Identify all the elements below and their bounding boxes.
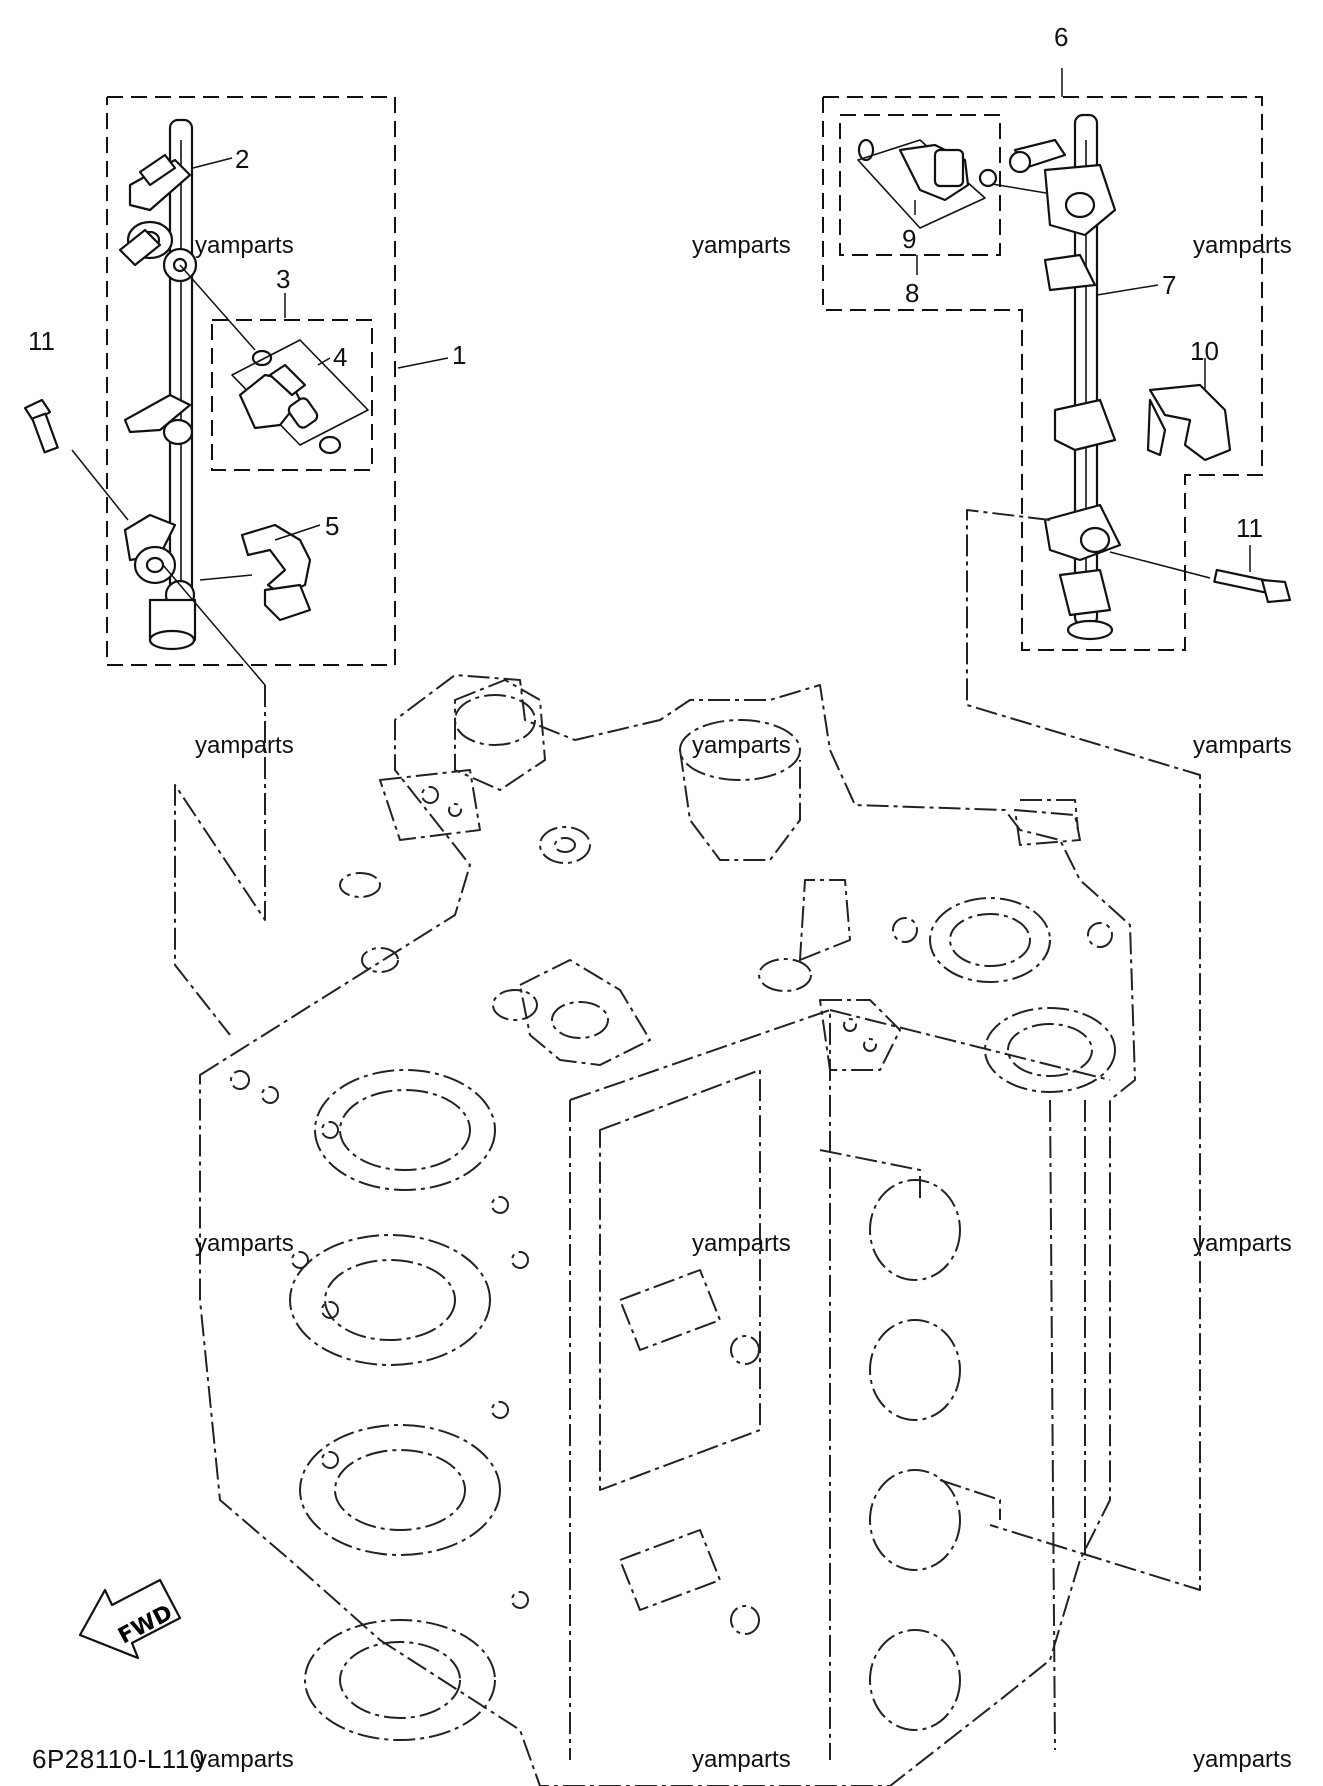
left-assembly-box [106,96,396,666]
watermark: yamparts [1193,232,1292,259]
callout-leaders [192,68,1251,572]
engine-block [199,674,1136,1786]
watermark: yamparts [692,732,791,759]
left-injector [179,264,369,455]
watermark: yamparts [1193,1746,1292,1773]
callout-8: 8 [905,278,920,308]
callout-5: 5 [325,511,340,541]
watermark: yamparts [692,1230,791,1257]
callout-4: 4 [333,342,348,372]
watermark: yamparts [692,232,791,259]
watermark: yamparts [1193,1230,1292,1257]
callout-6: 6 [1054,22,1069,52]
left-clip [199,523,312,622]
right-assembly-box [822,96,1263,651]
callout-9: 9 [902,224,917,254]
left-phantom-line [174,685,266,1036]
callout-7: 7 [1162,270,1177,300]
watermark: yamparts [692,1746,791,1773]
left-fuel-rail [118,118,198,651]
callout-2: 2 [235,144,250,174]
diagram-code: 6P28110-L110 [32,1744,205,1774]
callout-11-left: 11 [28,326,55,356]
callout-10: 10 [1190,336,1219,366]
callout-3: 3 [276,264,291,294]
watermark: yamparts [1193,732,1292,759]
left-bolt [23,398,266,686]
right-injector [857,138,1059,229]
fwd-arrow: FWD [78,1578,182,1660]
watermark: yamparts [195,1746,294,1773]
callout-11-right: 11 [1236,513,1263,543]
watermark: yamparts [195,1230,294,1257]
watermark: yamparts [195,732,294,759]
right-bolt [1109,551,1292,604]
right-fuel-rail [1008,113,1122,641]
right-clip [1146,383,1232,462]
callout-1: 1 [452,340,467,370]
right-phantom-line [966,509,1201,1591]
watermark: yamparts [195,232,294,259]
